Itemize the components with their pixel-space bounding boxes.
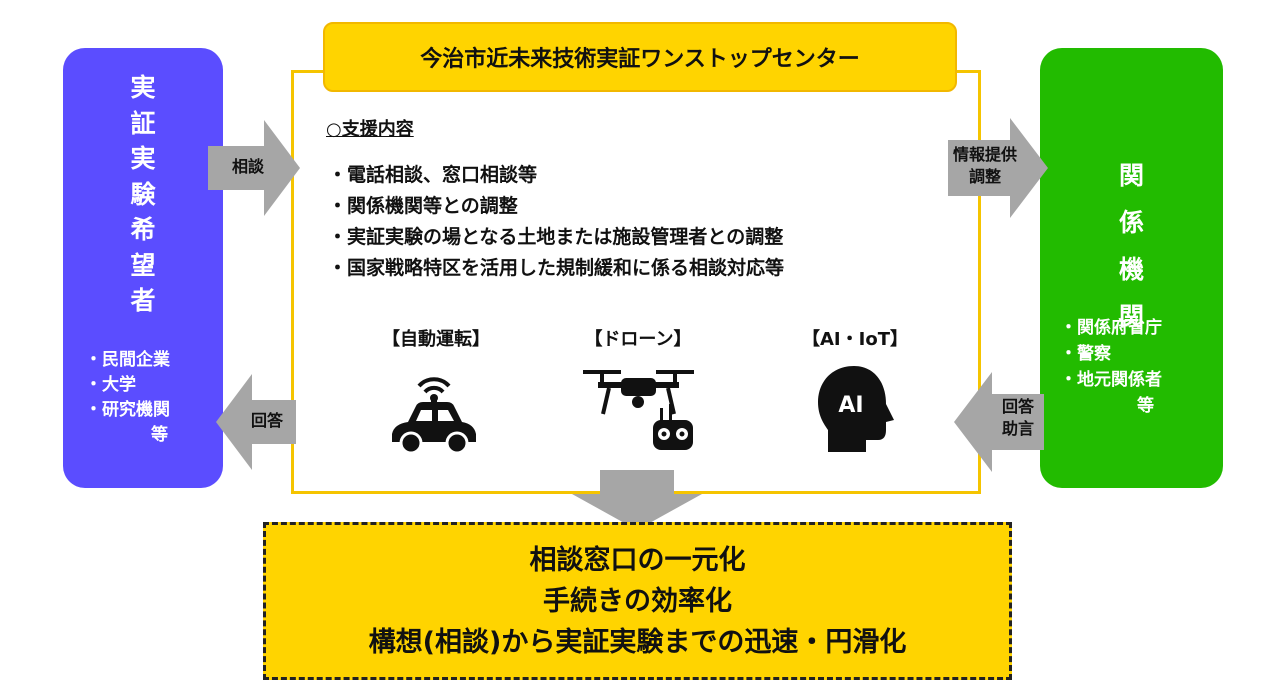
list-item: ・地元関係者: [1060, 370, 1162, 390]
list-item: ・研究機関: [85, 400, 170, 420]
consult-label: 相談: [231, 157, 264, 176]
result-line: 相談窓口の一元化: [529, 544, 746, 576]
category-ai-iot: 【AI・IoT】: [802, 329, 908, 350]
answer-label: 回答: [250, 411, 283, 430]
result-line: 構想(相談)から実証実験までの迅速・円滑化: [368, 626, 907, 658]
drone-icon: [583, 370, 694, 450]
list-item: ・警察: [1060, 344, 1111, 364]
center-title: 今治市近未来技術実証ワンストップセンター: [323, 22, 957, 92]
category-autonomous-driving: 【自動運転】: [382, 329, 490, 350]
reply-advice-arrow: [954, 372, 1044, 472]
support-heading: ○支援内容: [326, 119, 414, 140]
list-item: ・実証実験の場となる土地または施設管理者との調整: [328, 226, 784, 248]
category-drone: 【ドローン】: [584, 329, 692, 350]
info-coordination-label: 情報提供 調整: [952, 145, 1017, 186]
related-agencies-panel: 関 係 機 関 ・関係府省庁 ・警察 ・地元関係者 等: [1040, 48, 1223, 488]
applicant-list: ・民間企業 ・大学 ・研究機関 等: [85, 348, 170, 448]
consult-arrow: [208, 120, 300, 216]
down-arrow: [572, 470, 702, 530]
agencies-list: ・関係府省庁 ・警察 ・地元関係者 等: [1060, 315, 1162, 419]
ai-head-icon: AI: [818, 366, 894, 452]
list-item: ・民間企業: [85, 350, 170, 370]
reply-advice-label: 回答 助言: [1001, 397, 1034, 438]
answer-arrow: [216, 374, 296, 470]
ai-icon-text: AI: [838, 393, 863, 418]
list-item: ・関係府省庁: [1060, 318, 1162, 338]
list-item: ・国家戦略特区を活用した規制緩和に係る相談対応等: [328, 257, 785, 279]
list-etc: 等: [151, 425, 168, 445]
list-item: ・大学: [85, 375, 136, 395]
list-item: ・電話相談、窓口相談等: [328, 164, 538, 186]
info-coordination-arrow: [948, 118, 1048, 218]
related-agencies-title: 関 係 機 関: [1118, 161, 1144, 331]
result-box: 相談窓口の一元化 手続きの効率化 構想(相談)から実証実験までの迅速・円滑化: [263, 522, 1012, 680]
list-etc: 等: [1137, 396, 1154, 416]
list-item: ・関係機関等との調整: [328, 195, 518, 217]
applicant-panel: 実 証 実 験 希 望 者 ・民間企業 ・大学 ・研究機関 等: [63, 48, 223, 488]
support-list: ・電話相談、窓口相談等 ・関係機関等との調整 ・実証実験の場となる土地または施設…: [328, 160, 784, 284]
result-line: 手続きの効率化: [543, 585, 732, 617]
autonomous-car-icon: [392, 377, 476, 455]
applicant-title: 実 証 実 験 希 望 者: [130, 73, 156, 315]
